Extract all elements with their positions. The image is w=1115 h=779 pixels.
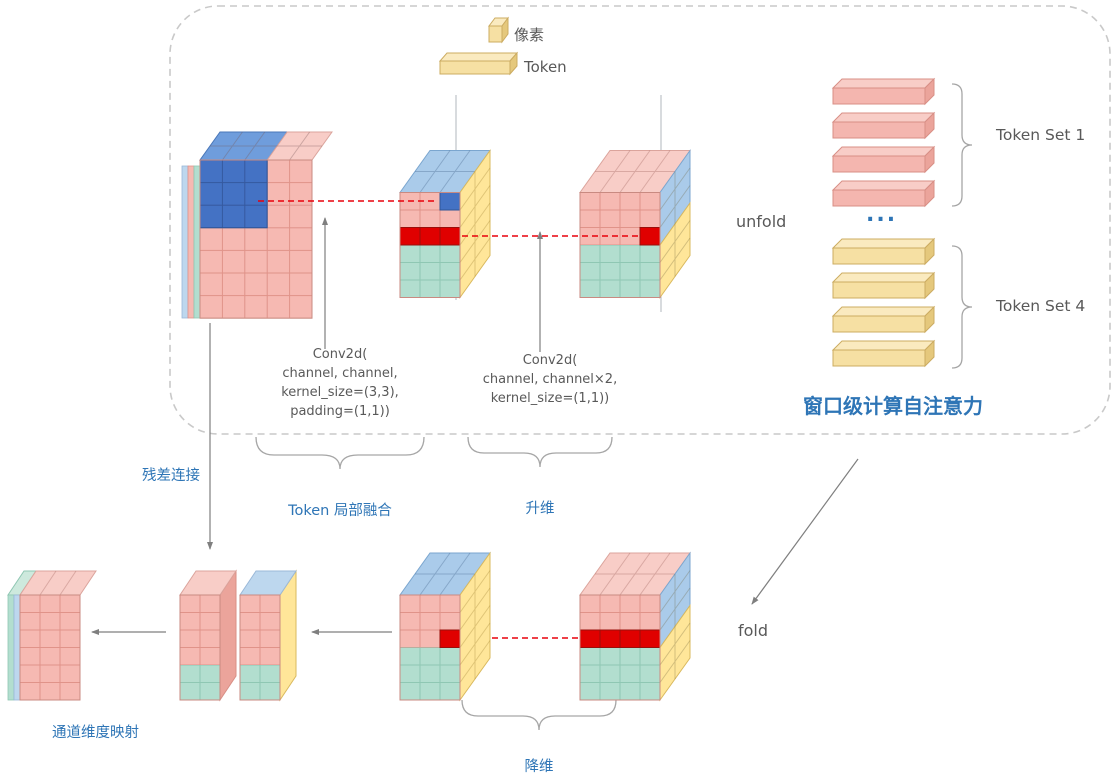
slab-pair-block [179,569,297,702]
folded-token-block [579,551,691,702]
token-set-4-bars [831,237,936,368]
fused-token-block [399,148,491,300]
legend-pixel-label: 像素 [514,26,545,44]
token-set-1-label: Token Set 1 [996,126,1086,144]
expanded-token-block [579,148,691,300]
legend-token-label: Token [524,58,567,76]
token-set-1-bars [831,77,936,208]
fold-arrow [751,458,859,605]
conv2-annotation: Conv2d( channel, channel×2, kernel_size=… [482,353,618,406]
brace-token-set-1 [951,83,973,207]
channel-mapping-label: 通道维度映射 [52,725,139,741]
fold-label: fold [738,621,769,640]
token-set-ellipsis: ... [866,202,898,227]
underbrace-dim-down [461,699,617,731]
dim-down-label: 降维 [524,759,554,775]
underbrace-dim-up [467,436,613,468]
conv1-annotation: Conv2d( channel, channel, kernel_size=(3… [281,347,399,419]
pixel-cube-icon [488,16,509,44]
dim-up-label: 升维 [525,501,555,517]
window-attention-title: 窗口级计算自注意力 [803,394,983,418]
brace-token-set-4 [951,245,973,369]
unfold-label: unfold [736,212,787,231]
token-set-4-label: Token Set 4 [996,297,1086,315]
token-bar-icon [438,51,519,76]
window-boundary [169,5,1111,435]
token-fusion-label: Token 局部融合 [288,503,392,519]
reduced-token-block [399,551,491,702]
residual-label: 残差连接 [142,468,200,484]
output-feature-block [7,570,97,701]
underbrace-token-fusion [255,436,425,470]
input-feature-block [181,131,333,319]
